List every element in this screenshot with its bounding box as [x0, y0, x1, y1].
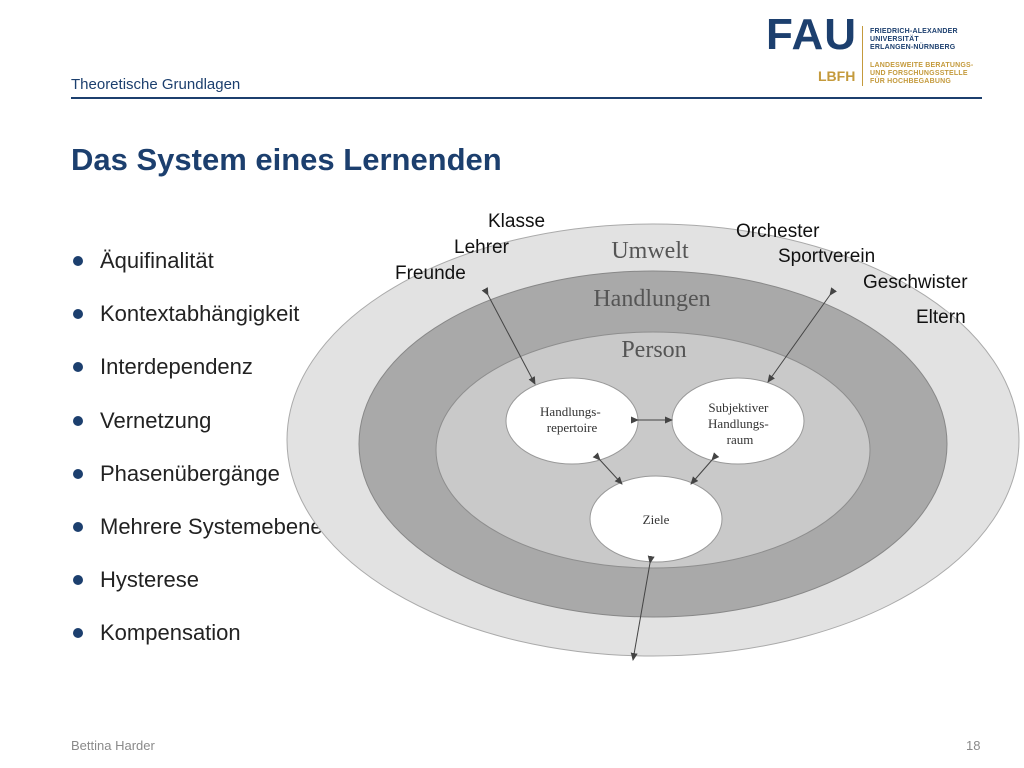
list-item: Interdependenz — [70, 354, 335, 407]
bullet-icon — [73, 309, 83, 320]
list-item: Kontextabhängigkeit — [70, 301, 335, 354]
raum-node-label: Subjektiver Handlungs- raum — [708, 400, 772, 447]
arrow-repertoire-ziele — [592, 452, 623, 485]
list-item: Phasenübergänge — [70, 461, 335, 514]
footer-page-number: 18 — [966, 738, 981, 753]
bullet-icon — [73, 415, 83, 426]
logo-center-name: LANDESWEITE BERATUNGS- UND FORSCHUNGSSTE… — [870, 62, 974, 85]
fau-logo: FAU FRIEDRICH-ALEXANDER UNIVERSITÄT ERLA… — [766, 10, 988, 86]
arrow-umwelt-to-raum — [767, 287, 837, 383]
header-divider — [71, 97, 982, 99]
env-label-sportverein: Sportverein — [778, 246, 876, 267]
env-label-klasse: Klasse — [488, 211, 546, 232]
bullet-icon — [73, 256, 83, 266]
env-label-geschwister: Geschwister — [863, 272, 968, 293]
bullet-icon — [73, 362, 83, 373]
env-label-orchester: Orchester — [736, 221, 820, 242]
list-item: Vernetzung — [70, 408, 335, 461]
logo-fau-wordmark: FAU — [766, 10, 857, 59]
list-item: Mehrere Systemebenen — [70, 514, 335, 567]
logo-separator — [862, 26, 863, 86]
bullet-icon — [73, 468, 83, 479]
repertoire-node-label: Handlungs- repertoire — [540, 404, 604, 435]
footer-author: Bettina Harder — [71, 738, 155, 753]
arrow-raum-ziele — [690, 452, 720, 485]
bullet-icon — [73, 575, 83, 586]
person-label: Person — [621, 337, 686, 363]
env-label-eltern: Eltern — [916, 307, 966, 328]
logo-university-name: FRIEDRICH-ALEXANDER UNIVERSITÄT ERLANGEN… — [870, 28, 958, 51]
arrow-umwelt-to-repertoire — [481, 287, 536, 385]
logo-lbfh: LBFH — [818, 68, 856, 84]
env-label-freunde: Freunde — [395, 263, 466, 284]
ziele-node-label: Ziele — [643, 512, 670, 527]
bullet-icon — [73, 521, 83, 532]
list-item: Hysterese — [70, 567, 335, 620]
section-title: Theoretische Grundlagen — [71, 76, 241, 93]
arrow-ziele-umwelt — [630, 555, 655, 661]
umwelt-label: Umwelt — [611, 238, 689, 264]
page-title: Das System eines Lernenden — [71, 142, 502, 177]
bullet-list: Äquifinalität Kontextabhängigkeit Interd… — [70, 248, 335, 674]
bullet-icon — [73, 628, 83, 639]
handlungen-label: Handlungen — [593, 286, 710, 312]
list-item: Kompensation — [70, 620, 335, 673]
env-label-lehrer: Lehrer — [454, 237, 509, 258]
list-item: Äquifinalität — [70, 248, 335, 301]
ziele-node — [589, 475, 723, 563]
